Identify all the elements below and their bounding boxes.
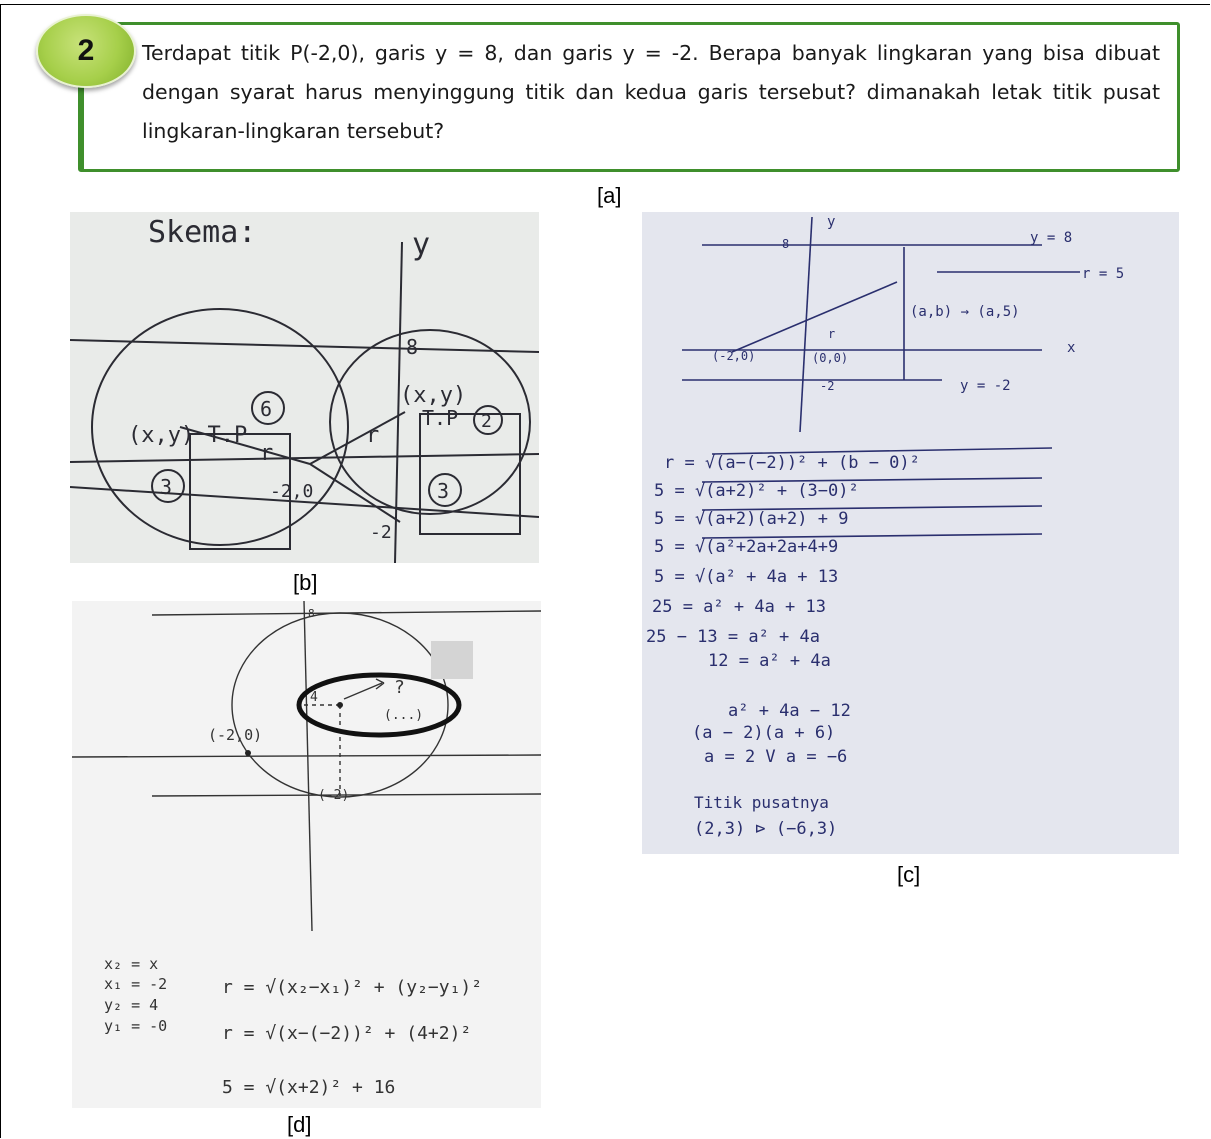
d-label-dots: (...) <box>384 708 423 723</box>
circled-6: 6 <box>260 397 272 421</box>
circle-left <box>91 308 349 546</box>
question-number-badge: 2 <box>36 14 136 88</box>
c-label-ym2: y = -2 <box>960 378 1011 394</box>
d-var-2: x₁ = -2 <box>104 975 167 993</box>
sketch-heading: Skema: <box>148 215 256 250</box>
label-r-left: r <box>260 441 273 466</box>
c-line-3: 5 = √(a+2)(a+2) + 9 <box>654 509 848 529</box>
d-label-8: 8 <box>308 607 315 620</box>
circled-3-left-outline <box>151 469 185 503</box>
c-label-p: (-2,0) <box>712 349 755 363</box>
caption-b: [b] <box>293 570 318 595</box>
circled-3-right-outline <box>428 473 462 507</box>
circled-2-outline <box>473 405 503 435</box>
c-line-11: a = 2 V a = −6 <box>704 747 847 767</box>
c-line-5: 5 = √(a² + 4a + 13 <box>654 567 838 587</box>
d-var-3: y₂ = 4 <box>104 996 158 1014</box>
line-y0 <box>70 453 539 463</box>
photo-b-sketch: Skema: y 8 (x,y) T.P 6 (x,y) T.P 2 r r -… <box>70 212 539 563</box>
caption-c: [c] <box>897 862 921 887</box>
c-label-m2: -2 <box>820 379 834 393</box>
d-formula-3: 5 = √(x+2)² + 16 <box>222 1077 395 1098</box>
label-left-point: (x,y) T.P <box>128 423 247 448</box>
photo-c-computation: y y = 8 r = 5 8 (a,b) → (a,5) r (-2,0) (… <box>642 212 1179 854</box>
c-label-o: (0,0) <box>812 351 848 365</box>
c-line-7: 25 − 13 = a² + 4a <box>646 627 820 647</box>
c-label-r5: r = 5 <box>1082 266 1124 282</box>
c-line-6: 25 = a² + 4a + 13 <box>652 597 826 617</box>
c-label-y8: y = 8 <box>1030 230 1072 246</box>
circled-3-left: 3 <box>160 475 172 499</box>
circled-3-right: 3 <box>437 479 449 503</box>
label-right-point: (x,y) <box>400 383 466 408</box>
label-8: 8 <box>406 335 418 359</box>
y-axis-label: y <box>412 227 430 262</box>
page-frame <box>0 4 1210 1138</box>
c-line-1: r = √(a−(−2))² + (b − 0)² <box>664 453 920 473</box>
circle-right <box>329 329 531 515</box>
d-label-p: (-2,0) <box>208 726 262 744</box>
photo-d-diagram: 8 4 ? (...) (-2,0) (-2) x₂ = x x₁ = -2 y… <box>72 601 541 1108</box>
highlight-ellipse <box>296 672 462 738</box>
d-formula-1: r = √(x₂−x₁)² + (y₂−y₁)² <box>222 977 482 998</box>
redaction-block <box>431 641 473 679</box>
c-line-4: 5 = √(a²+2a+2a+4+9 <box>654 537 838 557</box>
d-var-4: y₁ = -0 <box>104 1017 167 1035</box>
c-line-8: 12 = a² + 4a <box>708 651 831 671</box>
c-line-10: (a − 2)(a + 6) <box>692 723 835 743</box>
c-label-r: r <box>828 327 835 341</box>
c-line-12: Titik pusatnya <box>694 793 829 812</box>
radius-right <box>309 411 406 465</box>
c-line-13: (2,3) ⊳ (−6,3) <box>694 819 837 839</box>
d-formula-2: r = √(x−(−2))² + (4+2)² <box>222 1023 471 1044</box>
circled-2: 2 <box>481 411 492 432</box>
sketch-d-drawing: 8 4 ? (...) (-2,0) (-2) x₂ = x x₁ = -2 y… <box>72 601 541 1098</box>
sketch-c-drawing: y y = 8 r = 5 8 (a,b) → (a,5) r (-2,0) (… <box>646 214 1124 839</box>
caption-a: [a] <box>597 183 622 208</box>
d-var-1: x₂ = x <box>104 955 158 973</box>
label-origin: -2,0 <box>270 481 313 502</box>
circled-6-outline <box>251 391 285 425</box>
line-y8 <box>70 339 539 353</box>
c-label-8: 8 <box>782 237 789 251</box>
d-label-q: ? <box>394 677 405 698</box>
question-card <box>78 22 1180 172</box>
label-tp: T.P <box>422 406 458 430</box>
line-ym2 <box>70 486 539 518</box>
c-y-axis: y <box>827 214 835 230</box>
tangent-line <box>309 463 401 523</box>
c-label-x: x <box>1067 340 1075 356</box>
question-text: Terdapat titik P(-2,0), garis y = 8, dan… <box>142 41 1160 143</box>
c-line-2: 5 = √(a+2)² + (3−0)² <box>654 481 859 501</box>
rect-left <box>189 433 291 550</box>
c-line-9: a² + 4a − 12 <box>728 701 851 721</box>
d-label-m2: (-2) <box>318 788 349 803</box>
sketch-b-drawing: Skema: y 8 (x,y) T.P 6 (x,y) T.P 2 r r -… <box>70 215 539 563</box>
rect-right <box>419 413 521 535</box>
caption-d: [d] <box>287 1112 312 1137</box>
label-bottom: -2 <box>370 522 392 543</box>
d-label-4: 4 <box>310 690 318 705</box>
c-label-ab: (a,b) → (a,5) <box>910 304 1020 320</box>
label-r-right: r <box>366 423 379 448</box>
